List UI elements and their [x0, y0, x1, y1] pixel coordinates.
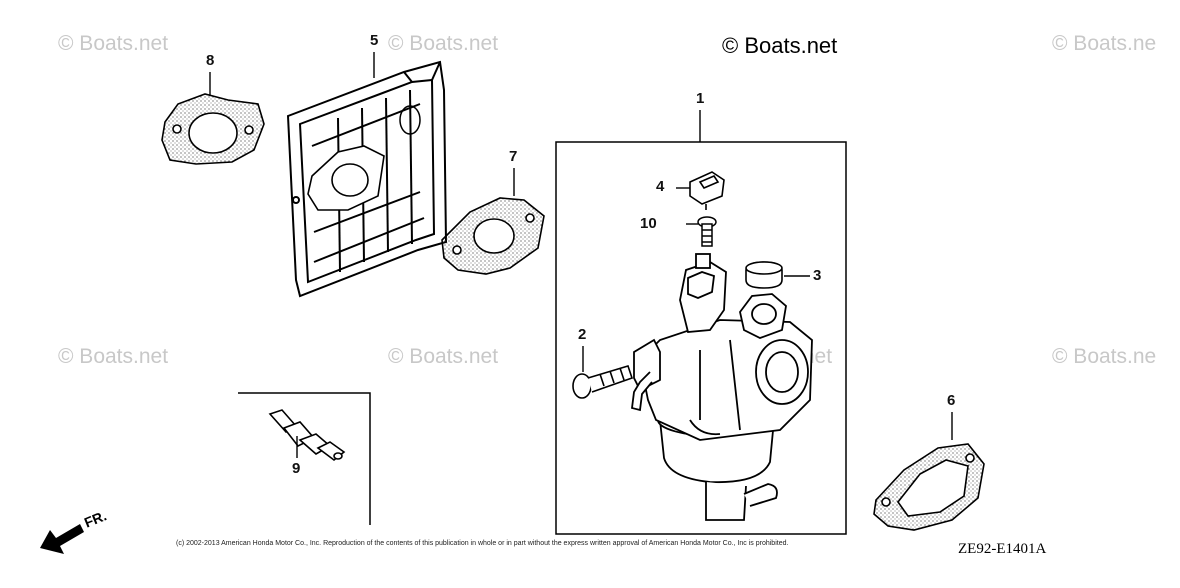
callout-2: 2 [578, 326, 587, 343]
watermark: © Boats.ne [1052, 32, 1157, 55]
callout-4: 4 [656, 178, 665, 195]
plug-3 [745, 261, 783, 289]
diagram-code: ZE92-E1401A [958, 541, 1047, 557]
watermark: © Boats.net [58, 345, 169, 368]
part-9-frame [238, 392, 371, 525]
callout-8: 8 [206, 52, 215, 69]
cap-4 [689, 171, 725, 210]
callout-6: 6 [947, 392, 956, 409]
watermark: © Boats.net [388, 345, 499, 368]
watermark: © Boats.net [58, 32, 169, 55]
screw-10 [697, 216, 717, 247]
front-direction-arrow [40, 524, 84, 554]
copyright-notice: (c) 2002-2013 American Honda Motor Co., … [176, 540, 789, 547]
watermark: © Boats.ne [1052, 345, 1157, 368]
callout-7: 7 [509, 148, 518, 165]
carburetor-body [631, 253, 813, 521]
plate-5 [286, 60, 448, 298]
watermark-main: © Boats.net [722, 33, 838, 58]
callout-9: 9 [292, 460, 301, 477]
gasket-6 [873, 443, 985, 531]
gasket-8 [161, 93, 265, 165]
gasket-7 [441, 197, 545, 275]
fitting-9 [268, 409, 346, 462]
watermark: © Boats.net [388, 32, 499, 55]
callout-5: 5 [370, 32, 379, 49]
screw-2 [572, 365, 634, 399]
carburetor-assembly-box [555, 141, 847, 535]
callout-10: 10 [640, 215, 657, 232]
callout-1: 1 [696, 90, 705, 107]
callout-3: 3 [813, 267, 822, 284]
